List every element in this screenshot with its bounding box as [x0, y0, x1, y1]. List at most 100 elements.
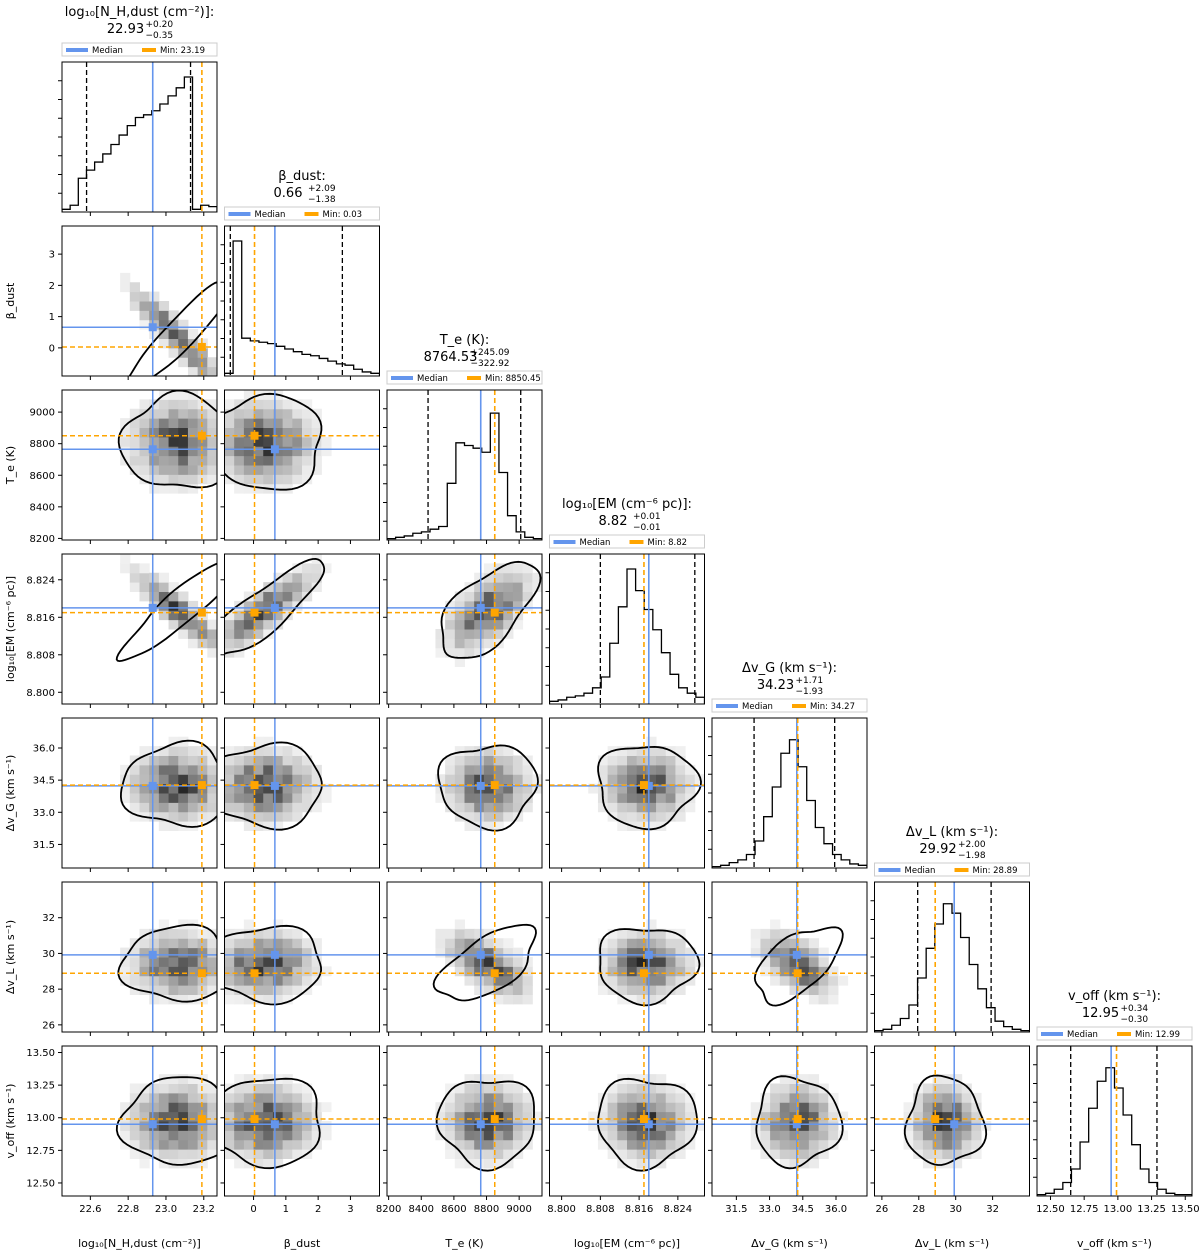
- density-cell: [607, 802, 618, 813]
- density-cell: [493, 591, 504, 602]
- density-cell: [464, 793, 475, 803]
- density-cell: [665, 1083, 676, 1094]
- density-cell: [464, 783, 475, 794]
- density-cell: [464, 821, 475, 831]
- density-cell: [942, 1074, 953, 1084]
- density-cell: [234, 408, 245, 419]
- density-cell: [263, 802, 274, 813]
- density-cell: [903, 1130, 914, 1141]
- density-cell: [522, 966, 533, 977]
- min-marker: [639, 781, 648, 790]
- density-cell: [675, 1149, 686, 1159]
- density-cell: [120, 1102, 131, 1113]
- density-cell: [636, 928, 647, 939]
- density-cell: [187, 390, 199, 400]
- density-cell: [799, 957, 810, 967]
- density-cell: [243, 774, 255, 785]
- density-cell: [464, 811, 475, 822]
- density-cell: [617, 774, 628, 785]
- density-cell: [512, 582, 524, 592]
- density-cell: [187, 811, 199, 822]
- density-cell: [636, 821, 647, 831]
- density-cell: [253, 736, 264, 747]
- density-cell: [646, 938, 657, 949]
- density-cell: [808, 938, 820, 949]
- density-cell: [243, 399, 255, 410]
- legend-min-swatch: [304, 212, 319, 216]
- density-cell: [627, 764, 638, 775]
- density-cell: [818, 1092, 829, 1103]
- density-cell: [483, 774, 495, 785]
- density-cell: [770, 975, 781, 986]
- density-cell: [263, 764, 274, 775]
- density-cell: [636, 975, 647, 986]
- density-cell: [178, 329, 189, 339]
- density-cell: [474, 975, 485, 986]
- density-cell: [302, 418, 313, 428]
- density-cell: [292, 563, 303, 574]
- density-cell: [665, 793, 676, 803]
- density-cell: [187, 966, 199, 977]
- contour: [432, 923, 537, 1002]
- density-cell: [178, 994, 189, 1005]
- density-cell: [149, 427, 160, 438]
- density-cell: [243, 1102, 255, 1113]
- density-cell: [656, 1121, 667, 1131]
- density-cell: [292, 957, 303, 967]
- density-cell: [789, 985, 800, 995]
- median-marker: [950, 1120, 959, 1129]
- density-cell: [503, 1111, 514, 1122]
- density-cell: [149, 291, 160, 302]
- density-cell: [808, 1158, 820, 1169]
- density-cell: [665, 1102, 676, 1113]
- density-cell: [464, 619, 475, 630]
- density-cell: [464, 647, 475, 658]
- density-cell: [139, 399, 150, 410]
- density-cell: [760, 1102, 771, 1113]
- density-cell: [158, 1149, 170, 1159]
- x-tick-label: 3: [347, 1204, 353, 1215]
- density-cell: [435, 928, 446, 939]
- x-tick-label: 0: [250, 1204, 256, 1215]
- density-cell: [149, 755, 160, 766]
- density-cell: [503, 802, 514, 813]
- density-cell: [168, 474, 179, 485]
- y-axis-label-beta: β_dust: [4, 282, 17, 319]
- density-cell: [178, 975, 189, 986]
- density-cell: [454, 638, 465, 649]
- density-cell: [646, 1139, 657, 1150]
- density-cell: [607, 1102, 618, 1113]
- density-cell: [149, 1111, 160, 1122]
- density-cell: [685, 1111, 696, 1122]
- density-cell: [149, 928, 160, 939]
- x-tick-label: 8800: [474, 1204, 499, 1215]
- density-cell: [243, 985, 255, 995]
- density-cell: [311, 957, 322, 967]
- y-tick-label: 3: [49, 250, 55, 261]
- density-cell: [263, 947, 274, 958]
- median-marker: [148, 323, 157, 332]
- density-cell: [187, 629, 199, 639]
- density-cell: [263, 985, 274, 995]
- legend-frame: [711, 698, 868, 713]
- density-cell: [178, 1083, 189, 1094]
- density-cell: [272, 793, 284, 803]
- density-cell: [627, 975, 638, 986]
- density-cell: [178, 1111, 189, 1122]
- density-cell: [207, 629, 217, 639]
- density-cell: [503, 755, 514, 766]
- density-cell: [493, 755, 504, 766]
- density-cell: [464, 1092, 475, 1103]
- density-cell: [158, 483, 170, 494]
- density-cell: [913, 1130, 924, 1141]
- density-cell: [178, 947, 189, 958]
- density-cell: [522, 572, 533, 583]
- density-cell: [474, 582, 485, 592]
- axes-frame: [386, 1045, 543, 1197]
- density-cell: [187, 600, 199, 611]
- density-cell: [224, 638, 235, 649]
- density-cell: [187, 755, 199, 766]
- density-cell: [656, 755, 667, 766]
- density-cell: [272, 802, 284, 813]
